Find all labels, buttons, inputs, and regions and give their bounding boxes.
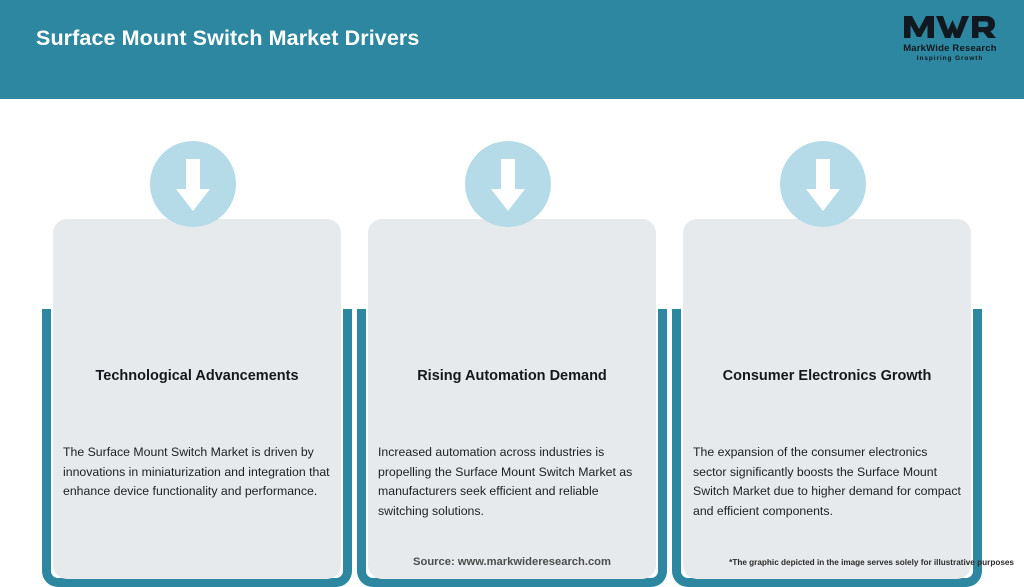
driver-card-2: Rising Automation Demand Increased autom… (357, 141, 667, 587)
arrow-down-icon (465, 141, 551, 227)
card-title: Technological Advancements (95, 368, 299, 384)
source-label: Source: www.markwideresearch.com (413, 556, 611, 568)
card-body: Rising Automation Demand Increased autom… (368, 219, 656, 579)
mwr-logo-icon (904, 16, 996, 38)
arrow-down-icon (150, 141, 236, 227)
card-description: The expansion of the consumer electronic… (693, 445, 961, 518)
driver-card-1: Technological Advancements The Surface M… (42, 141, 352, 587)
brand-logo: MarkWide Research Inspiring Growth (894, 12, 1006, 63)
logo-name: MarkWide Research (903, 43, 997, 54)
logo-tagline: Inspiring Growth (916, 55, 984, 62)
card-title: Consumer Electronics Growth (722, 368, 932, 384)
driver-card-3: Consumer Electronics Growth The expansio… (672, 141, 982, 587)
drivers-card-row: Technological Advancements The Surface M… (0, 99, 1024, 587)
card-body: Technological Advancements The Surface M… (53, 219, 341, 579)
arrow-down-icon (780, 141, 866, 227)
page-title: Surface Mount Switch Market Drivers (36, 26, 420, 50)
card-description: Increased automation across industries i… (378, 445, 633, 518)
card-description: The Surface Mount Switch Market is drive… (63, 445, 330, 498)
card-title: Rising Automation Demand (417, 368, 607, 384)
header-bar: Surface Mount Switch Market Drivers Mark… (0, 0, 1024, 99)
card-body: Consumer Electronics Growth The expansio… (683, 219, 971, 579)
disclaimer-note: *The graphic depicted in the image serve… (729, 558, 1014, 567)
